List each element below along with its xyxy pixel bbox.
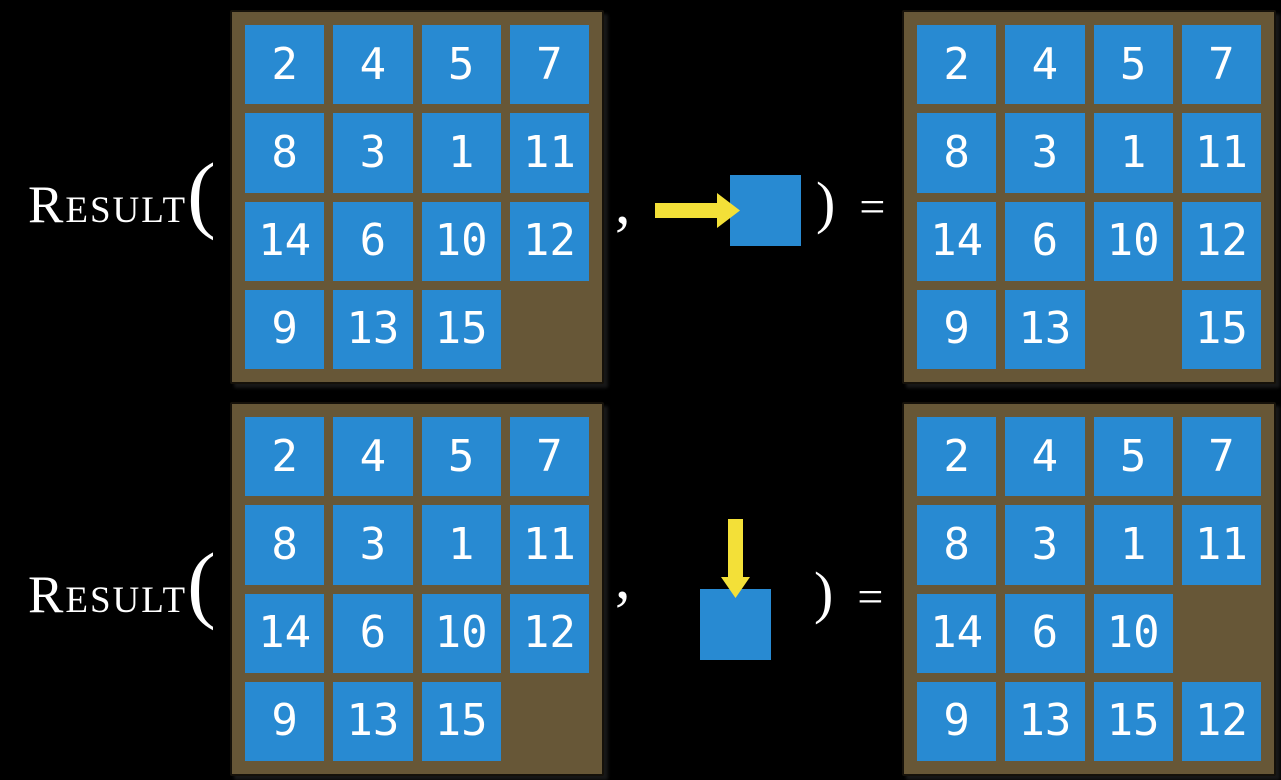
- result-function-name: Result: [28, 176, 188, 234]
- down-arrow-icon: [721, 519, 750, 598]
- tile-6: 6: [1005, 593, 1085, 673]
- tile-4: 4: [1005, 417, 1085, 497]
- tile-5: 5: [1093, 25, 1173, 105]
- tile-8: 8: [917, 505, 997, 585]
- equals-sign: =: [857, 571, 884, 622]
- tile-15: 15: [421, 681, 501, 761]
- right-arrow-icon: [655, 193, 740, 228]
- tile-8: 8: [245, 113, 325, 193]
- tile-14: 14: [245, 201, 325, 281]
- tile-10: 10: [421, 593, 501, 673]
- open-paren: (: [187, 535, 216, 631]
- tile-13: 13: [333, 289, 413, 369]
- tile-1: 1: [1093, 505, 1173, 585]
- argument-comma: ,: [615, 169, 631, 237]
- tile-6: 6: [333, 593, 413, 673]
- tile-4: 4: [1005, 25, 1085, 105]
- blank-tile-square: [700, 589, 771, 660]
- tile-12: 12: [509, 201, 589, 281]
- tile-13: 13: [333, 681, 413, 761]
- result-function-label: Result(: [28, 150, 216, 236]
- blank-cell: [510, 290, 589, 369]
- tile-5: 5: [421, 25, 501, 105]
- tile-12: 12: [1181, 201, 1261, 281]
- blank-cell: [1094, 290, 1173, 369]
- tile-11: 11: [509, 505, 589, 585]
- tile-5: 5: [1093, 417, 1173, 497]
- tile-6: 6: [1005, 201, 1085, 281]
- tile-4: 4: [333, 417, 413, 497]
- tile-14: 14: [917, 201, 997, 281]
- tile-8: 8: [917, 113, 997, 193]
- blank-cell: [1182, 594, 1261, 673]
- tile-3: 3: [1005, 113, 1085, 193]
- tile-10: 10: [421, 201, 501, 281]
- tile-2: 2: [917, 25, 997, 105]
- tile-6: 6: [333, 201, 413, 281]
- tile-2: 2: [245, 417, 325, 497]
- tile-15: 15: [1093, 681, 1173, 761]
- tile-12: 12: [509, 593, 589, 673]
- result-function-name: Result: [28, 566, 188, 624]
- tile-12: 12: [1181, 681, 1261, 761]
- open-paren: (: [187, 145, 216, 241]
- tile-3: 3: [333, 113, 413, 193]
- tile-14: 14: [245, 593, 325, 673]
- close-paren-equals: ) =: [814, 564, 883, 622]
- tile-4: 4: [333, 25, 413, 105]
- tile-7: 7: [1181, 417, 1261, 497]
- blank-tile-square: [730, 175, 801, 246]
- close-paren-equals: ) =: [816, 174, 885, 232]
- blank-cell: [510, 682, 589, 761]
- tile-8: 8: [245, 505, 325, 585]
- tile-11: 11: [1181, 505, 1261, 585]
- move-down-action: [700, 519, 772, 661]
- tile-9: 9: [917, 289, 997, 369]
- tile-1: 1: [1093, 113, 1173, 193]
- tile-15: 15: [421, 289, 501, 369]
- tile-14: 14: [917, 593, 997, 673]
- tile-13: 13: [1005, 681, 1085, 761]
- tile-3: 3: [1005, 505, 1085, 585]
- tile-9: 9: [245, 289, 325, 369]
- tile-7: 7: [1181, 25, 1261, 105]
- tile-11: 11: [1181, 113, 1261, 193]
- tile-9: 9: [917, 681, 997, 761]
- tile-10: 10: [1093, 201, 1173, 281]
- equals-sign: =: [859, 181, 886, 232]
- tile-2: 2: [245, 25, 325, 105]
- result-function-label: Result(: [28, 540, 216, 626]
- tile-1: 1: [421, 113, 501, 193]
- tile-1: 1: [421, 505, 501, 585]
- close-paren: ): [816, 170, 836, 235]
- tile-2: 2: [917, 417, 997, 497]
- close-paren: ): [814, 560, 834, 625]
- tile-7: 7: [509, 417, 589, 497]
- tile-15: 15: [1181, 289, 1261, 369]
- tile-13: 13: [1005, 289, 1085, 369]
- move-right-action: [655, 175, 801, 247]
- tile-11: 11: [509, 113, 589, 193]
- tile-10: 10: [1093, 593, 1173, 673]
- tile-3: 3: [333, 505, 413, 585]
- tile-9: 9: [245, 681, 325, 761]
- tile-5: 5: [421, 417, 501, 497]
- argument-comma: ,: [615, 544, 631, 612]
- tile-7: 7: [509, 25, 589, 105]
